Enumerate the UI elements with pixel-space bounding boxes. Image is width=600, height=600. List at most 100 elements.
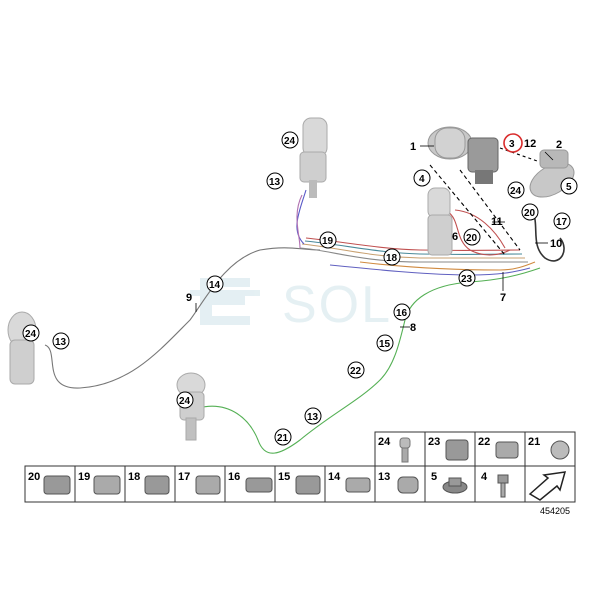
callout-24-top: 24 xyxy=(281,131,299,149)
triple-line-connector-icon xyxy=(93,475,121,495)
callout-24-right: 24 xyxy=(507,181,525,199)
svg-text:24: 24 xyxy=(25,329,37,340)
air-line-bundle-2 xyxy=(301,243,525,259)
pipe-clip-icon xyxy=(445,439,469,461)
svg-text:9: 9 xyxy=(186,292,192,304)
svg-text:21: 21 xyxy=(528,436,540,448)
svg-text:11: 11 xyxy=(491,216,503,228)
holder-icon xyxy=(195,475,221,495)
dash-line-3 xyxy=(499,147,541,163)
watermark-text: SOL xyxy=(282,276,392,334)
svg-text:20: 20 xyxy=(524,208,536,219)
part-cell-4: 4 xyxy=(481,471,509,498)
long-line-holder-icon xyxy=(245,477,273,493)
part-cell-13: 13 xyxy=(378,471,419,494)
part-cell-19: 19 xyxy=(78,471,121,495)
direction-arrow-icon xyxy=(528,471,567,501)
svg-text:5: 5 xyxy=(566,182,572,193)
air-line-6 xyxy=(447,211,511,256)
svg-text:21: 21 xyxy=(277,433,289,444)
callouts: 24 13 19 18 14 24 13 16 15 22 24 13 21 4… xyxy=(22,131,578,446)
svg-text:4: 4 xyxy=(481,471,488,483)
svg-text:12: 12 xyxy=(524,138,536,150)
valve-block-icon xyxy=(467,137,499,184)
air-line-10 xyxy=(531,209,565,262)
svg-text:24: 24 xyxy=(284,136,296,147)
part-cell-21: 21 xyxy=(528,436,570,460)
air-strut-front-top-icon xyxy=(299,117,328,198)
part-cell-22: 22 xyxy=(478,436,519,459)
svg-text:22: 22 xyxy=(478,436,490,448)
air-strut-left-icon xyxy=(7,311,37,385)
watermark-logo-icon xyxy=(190,278,260,325)
svg-text:16: 16 xyxy=(396,308,408,319)
callout-13-top: 13 xyxy=(266,172,284,190)
svg-text:23: 23 xyxy=(428,436,440,448)
multi-clip-icon xyxy=(295,475,321,495)
callout-3-highlight: 3 xyxy=(503,133,523,153)
part-cell-23: 23 xyxy=(428,436,469,461)
dash-line-2 xyxy=(459,169,521,251)
callout-13-bottom: 13 xyxy=(304,407,322,425)
callout-17: 17 xyxy=(553,212,571,230)
callout-21: 21 xyxy=(274,428,292,446)
reference-number: 454205 xyxy=(540,506,570,516)
svg-text:19: 19 xyxy=(322,236,334,247)
svg-text:16: 16 xyxy=(228,471,240,483)
grommet-clip-icon xyxy=(345,477,371,493)
svg-text:17: 17 xyxy=(556,217,568,228)
part-cell-arrow xyxy=(528,471,567,501)
svg-text:18: 18 xyxy=(386,253,398,264)
air-line-bundle-4 xyxy=(305,237,521,251)
callout-4: 4 xyxy=(413,169,431,187)
bolt-icon xyxy=(497,474,509,498)
air-reservoir-icon xyxy=(427,126,473,160)
callout-15: 15 xyxy=(376,334,394,352)
svg-text:14: 14 xyxy=(328,471,341,483)
callout-14: 14 xyxy=(206,275,224,293)
callout-5: 5 xyxy=(560,177,578,195)
parts-grid-top: 24 23 22 21 xyxy=(374,431,576,467)
air-line-9 xyxy=(44,247,321,389)
compressor-icon xyxy=(529,149,575,198)
leader-lines xyxy=(195,145,554,328)
svg-text:15: 15 xyxy=(278,471,290,483)
svg-text:3: 3 xyxy=(509,139,515,150)
callout-19: 19 xyxy=(319,231,337,249)
labels: 1 2 12 6 11 10 7 9 8 xyxy=(186,138,562,334)
part-cell-16: 16 xyxy=(228,471,273,493)
callout-18: 18 xyxy=(383,248,401,266)
svg-text:18: 18 xyxy=(128,471,140,483)
callout-13-left: 13 xyxy=(52,332,70,350)
part-cell-18: 18 xyxy=(128,471,170,495)
air-line-13-top-b xyxy=(296,194,303,249)
svg-text:19: 19 xyxy=(78,471,90,483)
callout-23: 23 xyxy=(458,269,476,287)
callout-22: 22 xyxy=(347,361,365,379)
svg-text:24: 24 xyxy=(510,186,522,197)
part-cell-15: 15 xyxy=(278,471,321,495)
svg-text:5: 5 xyxy=(431,471,437,483)
stacked-clip-icon xyxy=(144,475,170,495)
svg-text:13: 13 xyxy=(307,412,319,423)
air-strut-front-bottom-icon xyxy=(176,372,206,441)
components xyxy=(7,117,575,441)
clamp-icon xyxy=(550,440,570,460)
svg-text:17: 17 xyxy=(178,471,190,483)
part-cell-24: 24 xyxy=(378,436,411,463)
cap-icon xyxy=(397,476,419,494)
svg-text:23: 23 xyxy=(461,274,473,285)
svg-text:20: 20 xyxy=(28,471,40,483)
ball-stud-icon xyxy=(399,437,411,463)
svg-text:10: 10 xyxy=(550,238,562,250)
svg-text:22: 22 xyxy=(350,366,362,377)
svg-text:1: 1 xyxy=(410,141,416,153)
air-line-18b xyxy=(359,261,536,271)
callout-20-mid: 20 xyxy=(463,228,481,246)
part-cell-14: 14 xyxy=(328,471,371,493)
svg-text:7: 7 xyxy=(500,292,506,304)
callout-24-left: 24 xyxy=(22,324,40,342)
flange-nut-icon xyxy=(442,477,468,494)
air-line-bundle-1 xyxy=(299,247,528,263)
svg-text:8: 8 xyxy=(410,322,416,334)
